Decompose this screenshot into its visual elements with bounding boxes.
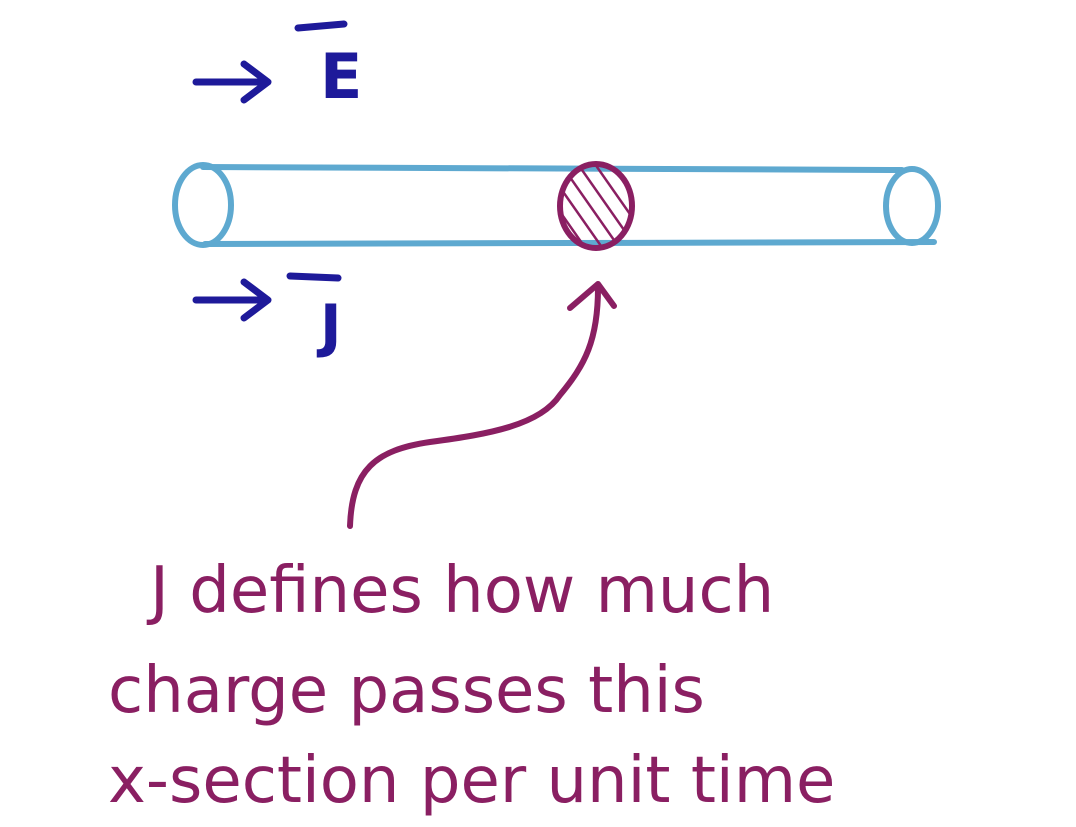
pointer-arrow <box>347 281 617 529</box>
e-vector-bar <box>294 20 348 32</box>
wire-top-edge <box>200 164 905 173</box>
annotation-line-2: charge passes this <box>108 654 705 728</box>
e-field-label: E <box>320 40 362 113</box>
current-density-arrow <box>192 278 272 322</box>
annotation-line-1: J defines how much <box>146 554 774 628</box>
wire-left-end <box>172 162 234 248</box>
e-field-arrow <box>192 60 272 104</box>
current-density-label: J <box>316 292 342 360</box>
annotation-line-3: x-section per unit time <box>108 744 835 818</box>
cross-section <box>557 161 635 251</box>
j-vector-bar <box>286 272 342 282</box>
annotation: J defines how much charge passes this x-… <box>108 554 835 818</box>
wire-bottom-edge <box>202 239 937 247</box>
wire-cylinder <box>172 162 941 248</box>
wire-right-end <box>883 166 941 246</box>
